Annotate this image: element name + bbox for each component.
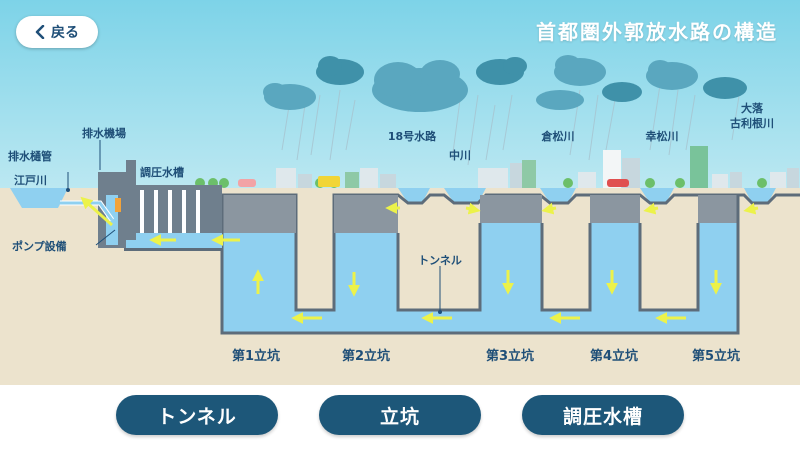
label-kuramatsu: 倉松川 [541, 130, 575, 143]
clouds [263, 55, 747, 112]
water-fill [222, 223, 738, 333]
label-drain-pipe: 排水樋管 [8, 150, 52, 163]
label-tunnel: トンネル [418, 254, 462, 267]
leader-line [95, 229, 116, 246]
label-furutone: 古利根川 [730, 117, 774, 130]
tab-shaft[interactable]: 立坑 [319, 395, 481, 435]
tab-regulating-tank[interactable]: 調圧水槽 [522, 395, 684, 435]
diagram-stage: 戻る 首都圏外郭放水路の構造 江戸川 排水樋管 排水機場 調圧水槽 ポンプ設備 … [0, 0, 800, 385]
label-nakagawa: 中川 [449, 149, 471, 162]
marker-dot [438, 310, 442, 314]
shaft-label-2: 第2立坑 [341, 349, 391, 364]
shaft-label-1: 第1立坑 [231, 349, 281, 364]
label-river-18: 18号水路 [387, 130, 437, 143]
vehicles [238, 176, 629, 187]
surface-rivers [0, 188, 776, 208]
shaft-walls [222, 195, 738, 233]
back-label: 戻る [51, 25, 79, 41]
label-otoshi: 大落 [741, 102, 763, 115]
label-koumatsu: 幸松川 [645, 130, 679, 143]
chevron-left-icon [35, 25, 45, 39]
pump-station [60, 160, 136, 248]
flow-arrows [80, 196, 759, 324]
buildings [276, 146, 799, 188]
marker-dot [66, 188, 70, 192]
label-pump-equipment: ポンプ設備 [12, 240, 67, 253]
shaft-label-3: 第3立坑 [485, 349, 535, 364]
tunnel-outline [220, 195, 740, 335]
shaft-label-5: 第5立坑 [691, 349, 741, 364]
shaft-label-4: 第4立坑 [589, 349, 639, 364]
label-edogawa: 江戸川 [14, 174, 47, 187]
label-regulating-tank: 調圧水槽 [140, 166, 184, 179]
label-pump-station: 排水機場 [82, 127, 126, 140]
drainage-diagram [0, 0, 800, 385]
page-title: 首都圏外郭放水路の構造 [536, 20, 778, 44]
back-button[interactable]: 戻る [16, 16, 98, 48]
rain [281, 84, 741, 166]
tab-tunnel[interactable]: トンネル [116, 395, 278, 435]
